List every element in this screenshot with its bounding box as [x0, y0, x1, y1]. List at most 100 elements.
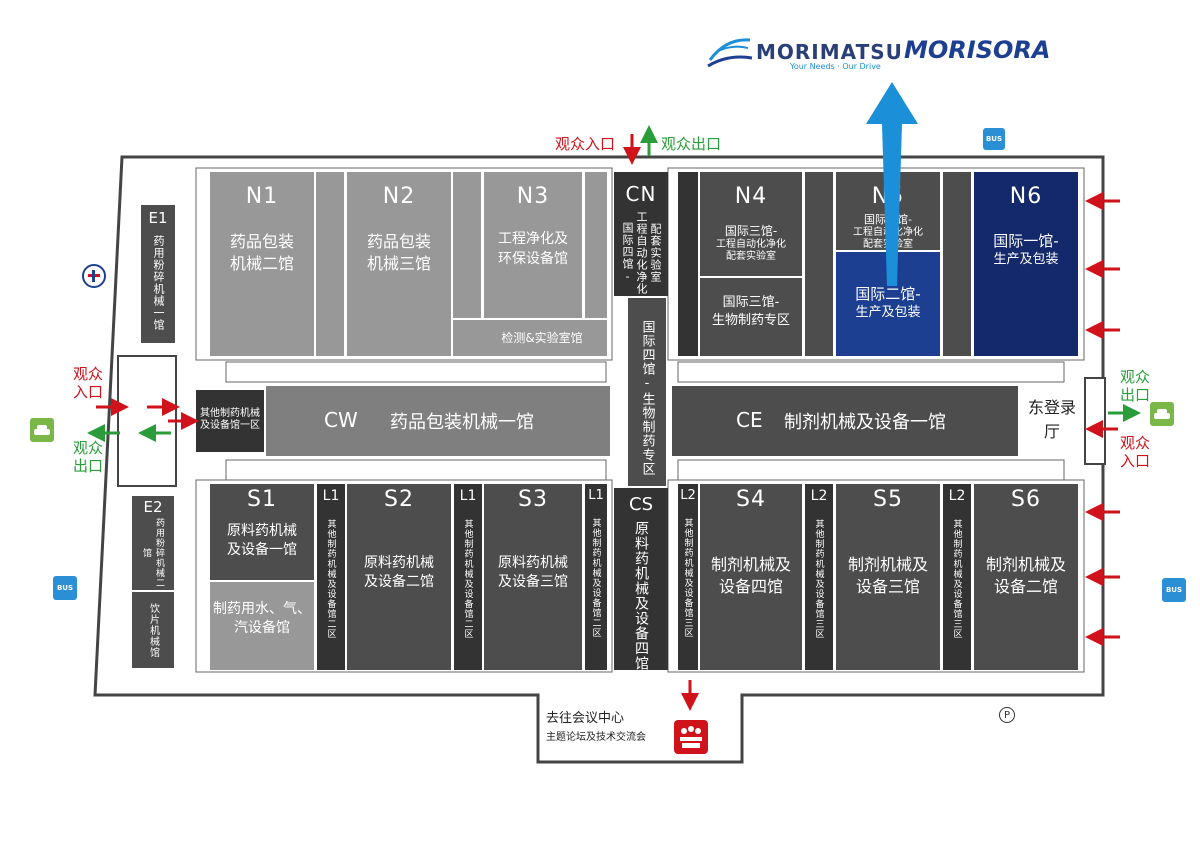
hall-name: 制剂机械及: [847, 555, 928, 574]
hall-n3[interactable]: N3 工程净化及 环保设备馆: [484, 172, 582, 318]
hall-other-zone1[interactable]: 其他制药机械 及设备馆一区: [196, 390, 264, 452]
hall-name: 汽设备馆: [234, 620, 290, 636]
hall-code: L2: [948, 488, 966, 504]
hall-code: N2: [382, 184, 416, 209]
hall-s5[interactable]: S5 制剂机械及 设备三馆: [836, 484, 940, 670]
hall-name: 原料药机械: [498, 555, 568, 571]
hall-name: 及设备馆一区: [200, 420, 260, 431]
hall-name: 其他制药机械及设备馆三区: [813, 519, 824, 639]
hall-n6[interactable]: N6 国际一馆- 生产及包装: [974, 172, 1078, 356]
hall-name: 饮片机械馆: [147, 602, 159, 658]
hall-l2-b[interactable]: L2 其他制药机械及设备馆三区: [805, 484, 833, 670]
hall-n3-lab[interactable]: 检测&实验室馆: [453, 320, 607, 356]
hall-s2[interactable]: S2 原料药机械 及设备二馆: [347, 484, 451, 670]
hall-e2[interactable]: E2 药用粉碎机械二馆: [132, 496, 174, 590]
forum-label: 主题论坛及技术交流会: [546, 732, 646, 743]
hall-name: 药品包装: [366, 232, 431, 251]
hall-code: E2: [143, 498, 163, 516]
hall-code: CS: [629, 494, 653, 515]
hall-name: 药用粉碎机械一馆: [152, 235, 165, 331]
hall-name: 生物制药专区: [711, 313, 790, 328]
hall-l2-a[interactable]: L2 其他制药机械及设备馆三区: [678, 484, 698, 670]
hall-s4[interactable]: S4 制剂机械及 设备四馆: [700, 484, 802, 670]
top-entry-label: 观众入口: [555, 135, 616, 153]
hall-name: 及设备一馆: [227, 542, 297, 558]
hall-name: 配套实验室: [649, 223, 662, 283]
meeting-people-icon: [680, 726, 702, 748]
hall-s6[interactable]: S6 制剂机械及 设备二馆: [974, 484, 1078, 670]
hall-name: 其他制药机械及设备馆三区: [682, 518, 693, 638]
meeting-center-label: 去往会议中心: [546, 711, 625, 726]
hall-n3-ext: [585, 172, 607, 318]
hall-l1-b[interactable]: L1 其他制药机械及设备馆二区: [454, 484, 482, 670]
hall-code: S3: [518, 487, 548, 512]
hall-name: 生产及包装: [855, 305, 921, 320]
hall-name: 及设备二馆: [364, 574, 434, 590]
hall-name: 及设备三馆: [498, 574, 568, 590]
hall-n2-ext: [453, 172, 481, 318]
hall-code: N4: [734, 184, 768, 209]
hall-code: S4: [736, 487, 766, 512]
hall-name: 机械二馆: [229, 254, 294, 273]
hall-code: S1: [247, 487, 277, 512]
hall-e1[interactable]: E1 药用粉碎机械一馆: [141, 205, 175, 343]
hall-code: CW: [324, 408, 358, 432]
hall-name: 制剂机械及: [710, 555, 791, 574]
hall-code: L1: [459, 488, 477, 504]
left-entry-label: 观众入口: [72, 365, 103, 401]
right-exit-label: 观众出口: [1119, 368, 1150, 404]
hall-name: 生产及包装: [993, 252, 1059, 267]
hall-name: 设备二馆: [993, 577, 1058, 596]
hall-e2-herbal[interactable]: 饮片机械馆: [132, 592, 174, 668]
taxi-icon: [1150, 402, 1174, 426]
hall-name: 环保设备馆: [498, 251, 568, 267]
hall-name: 国际一馆-: [993, 232, 1059, 250]
hall-cw[interactable]: CW 药品包装机械一馆: [266, 386, 610, 456]
left-exit-label: 观众出口: [72, 439, 103, 475]
hall-name: 工程净化及: [498, 231, 568, 247]
taxi-icon: [30, 418, 54, 442]
morisora-wordmark: MORISORA: [904, 36, 1051, 64]
hall-code: S5: [873, 487, 903, 512]
hall-cn[interactable]: CN 国际四馆- 工程自动化净化 配套实验室: [614, 172, 668, 296]
metro-icon: [82, 264, 106, 288]
east-registration-hall[interactable]: 东登录厅: [1027, 398, 1076, 441]
hall-name: 制剂机械及设备一馆: [784, 412, 946, 433]
hall-name: 原料药机械及设备四馆: [633, 521, 649, 671]
morimatsu-tagline: Your Needs · Our Drive: [790, 62, 881, 71]
hall-name: 国际三馆-: [724, 224, 778, 238]
hall-code: S2: [384, 487, 414, 512]
hall-n4-bio[interactable]: 国际三馆- 生物制药专区: [700, 278, 802, 356]
hall-ce[interactable]: CE 制剂机械及设备一馆: [672, 386, 1018, 456]
hall-l1-c[interactable]: L1 其他制药机械及设备馆二区: [585, 484, 607, 670]
hall-l1-a[interactable]: L1 其他制药机械及设备馆二区: [317, 484, 345, 670]
hall-n5-ext: [943, 172, 971, 356]
hall-code: L2: [680, 488, 696, 503]
hall-code: L1: [322, 488, 340, 504]
hall-name: 药品包装: [229, 232, 294, 251]
top-exit-label: 观众出口: [661, 135, 722, 153]
hall-l2-c[interactable]: L2 其他制药机械及设备馆三区: [943, 484, 971, 670]
hall-n1[interactable]: N1 药品包装 机械二馆: [210, 172, 314, 356]
hall-name: 原料药机械: [364, 555, 434, 571]
hall-name: 国际四馆-生物制药专区: [639, 320, 655, 476]
hall-code: N3: [516, 184, 550, 209]
hall-n4-top[interactable]: N4 国际三馆- 工程自动化净化 配套实验室: [700, 172, 802, 276]
hall-n2[interactable]: N2 药品包装 机械三馆: [347, 172, 451, 356]
hall-name: 药用粉碎机械二馆: [141, 518, 164, 588]
hall-name: 制剂机械及: [985, 555, 1066, 574]
hall-s1-top[interactable]: S1 原料药机械 及设备一馆: [210, 484, 314, 580]
hall-name: 工程自动化净化: [716, 239, 786, 250]
hall-n4-ext: [678, 172, 698, 356]
meeting-icon[interactable]: [674, 720, 708, 754]
hall-code: S6: [1011, 487, 1041, 512]
hall-name: 国际二馆-: [855, 285, 921, 303]
hall-n4-sep: [805, 172, 833, 356]
hall-name: 机械三馆: [366, 254, 431, 273]
hall-center-bio[interactable]: 国际四馆-生物制药专区: [628, 298, 666, 486]
hall-s3[interactable]: S3 原料药机械 及设备三馆: [484, 484, 582, 670]
hall-cs[interactable]: CS 原料药机械及设备四馆: [614, 488, 668, 671]
hall-s1-water[interactable]: 制药用水、气、 汽设备馆: [210, 582, 314, 670]
